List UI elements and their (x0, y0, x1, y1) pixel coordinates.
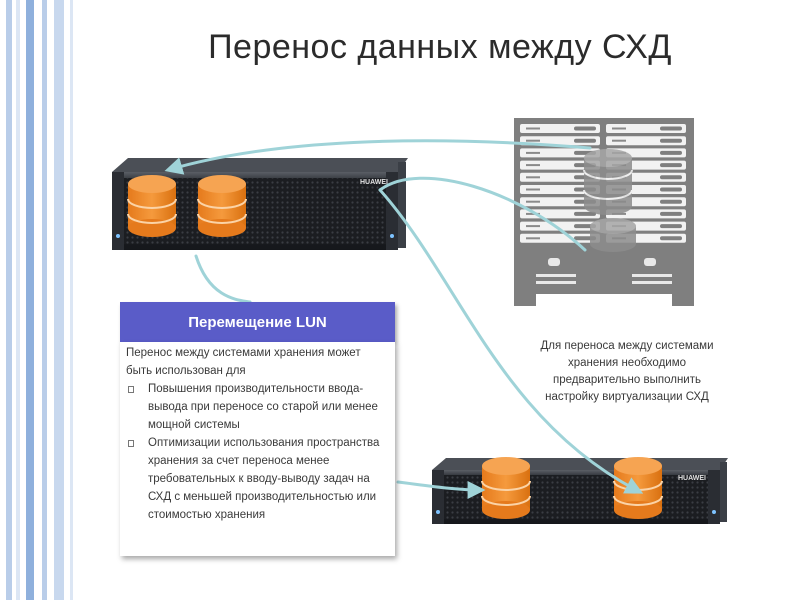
stripe (42, 0, 47, 600)
lun-bullet-list: Повышения производительности ввода-вывод… (126, 380, 389, 524)
drive-bay (520, 172, 600, 182)
stripe (54, 0, 64, 600)
drive-bay (520, 148, 600, 158)
drive-bay (606, 136, 686, 146)
brand-label: HUAWEI (360, 179, 388, 186)
stripe (70, 0, 73, 600)
drive-bay-led (612, 139, 626, 142)
drive-bay-led (526, 188, 540, 191)
drive-bay (520, 124, 600, 133)
drive-bay-led (526, 225, 540, 228)
database-icon (583, 149, 633, 215)
drive-bay (606, 124, 686, 133)
lun-intro: Перенос между системами хранения может б… (126, 347, 361, 377)
slide-title: Перенос данных между СХД (208, 28, 672, 66)
stripe (16, 0, 20, 600)
drive-bay-handle (660, 236, 682, 241)
database-icon (197, 175, 247, 237)
drive-bay-handle (660, 150, 682, 155)
lun-migration-header: Перемещение LUN (120, 302, 395, 342)
drive-bay-led (526, 212, 540, 215)
drive-bay-handle (660, 175, 682, 180)
drive-bay-handle (660, 187, 682, 192)
drive-bay-handle (660, 199, 682, 204)
bullet-text: Оптимизации использования пространства х… (148, 437, 380, 521)
list-item: Повышения производительности ввода-вывод… (126, 380, 389, 434)
drive-bay (520, 221, 600, 231)
stripe (6, 0, 12, 600)
drive-bay-handle (660, 163, 682, 168)
drive-bay-handle (660, 126, 682, 131)
drive-bay-led (526, 237, 540, 240)
drive-bay (520, 185, 600, 194)
database-icon (590, 218, 636, 252)
drive-bay (520, 160, 600, 170)
brand-label: HUAWEI (678, 475, 706, 482)
migration-arrows (164, 139, 644, 499)
drive-bay (520, 233, 600, 243)
drive-bay-handle (660, 224, 682, 229)
drive-bay-led (526, 151, 540, 154)
bullet-text: Повышения производительности ввода-вывод… (148, 383, 378, 431)
database-icon (481, 457, 531, 519)
drive-bay-handle (574, 138, 596, 143)
virtualization-note: Для переноса между системами хранения не… (540, 340, 714, 403)
arrow-panel-link (194, 254, 252, 304)
arrow-source-to-target (378, 188, 644, 494)
drive-bay-led (612, 127, 626, 130)
drive-bay-handle (574, 126, 596, 131)
drive-bay-led (526, 127, 540, 130)
database-icon (613, 457, 663, 519)
bullet-icon (128, 386, 134, 393)
drive-bay-led (526, 200, 540, 203)
drive-bay-led (526, 164, 540, 167)
drive-bay-handle (660, 138, 682, 143)
drive-bay-handle (660, 211, 682, 216)
drive-bay-led (526, 176, 540, 179)
drive-bay-handle (574, 211, 596, 216)
lun-migration-panel: Перенос между системами хранения может б… (120, 342, 395, 556)
list-item: Оптимизации использования пространства х… (126, 434, 389, 524)
arrow-panel-to-target (396, 480, 486, 499)
arrow-server-to-target (378, 176, 587, 252)
database-icon (127, 175, 177, 237)
decorative-stripes (0, 0, 80, 600)
stripe (26, 0, 34, 600)
drive-bay-led (526, 139, 540, 142)
drive-bay (520, 197, 600, 207)
bullet-icon (128, 440, 134, 447)
arrow-server-to-source (164, 139, 592, 175)
